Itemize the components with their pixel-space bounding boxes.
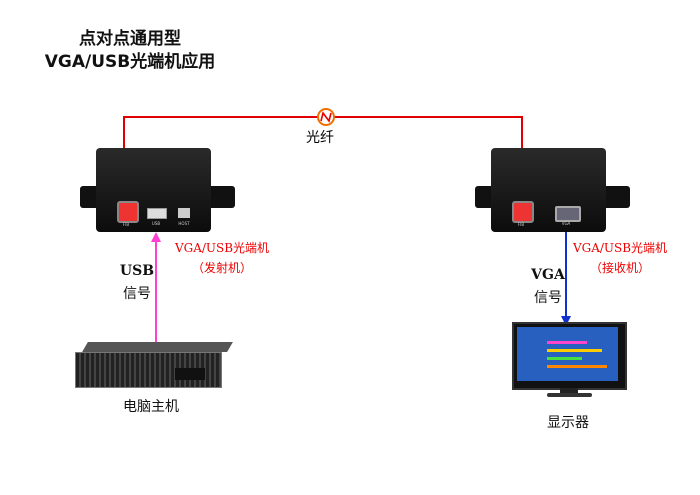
title-line1: 点对点通用型 — [79, 29, 181, 49]
host-label: 电脑主机 — [123, 399, 179, 415]
server-icon — [75, 342, 233, 390]
vga-signal-title: VGA — [531, 267, 565, 283]
receiver-device: FIB VGA — [475, 148, 630, 232]
receiver-name: VGA/USB光端机 — [572, 241, 668, 255]
port-usb: USB — [151, 221, 161, 226]
monitor-label: 显示器 — [547, 415, 589, 431]
usb-signal-title: USB — [119, 263, 155, 279]
transmitter-role: （发射机） — [191, 261, 252, 275]
receiver-role: （接收机） — [589, 261, 650, 275]
port-vga: VGA — [561, 221, 571, 226]
arrow-up-icon — [151, 232, 161, 242]
fiber-label: 光纤 — [306, 130, 334, 146]
port-fib: FIB — [517, 222, 525, 227]
title-line2: VGA/USB光端机应用 — [44, 52, 216, 72]
port-host: HOST — [178, 221, 190, 226]
arrow-down-icon — [561, 316, 571, 326]
usb-signal-sub: 信号 — [123, 286, 151, 302]
monitor-icon — [512, 322, 627, 397]
transmitter-name: VGA/USB光端机 — [174, 241, 270, 255]
transmitter-device: FIB USB HOST — [80, 148, 235, 232]
vga-signal-sub: 信号 — [534, 290, 562, 306]
port-fib: FIB — [122, 222, 130, 227]
